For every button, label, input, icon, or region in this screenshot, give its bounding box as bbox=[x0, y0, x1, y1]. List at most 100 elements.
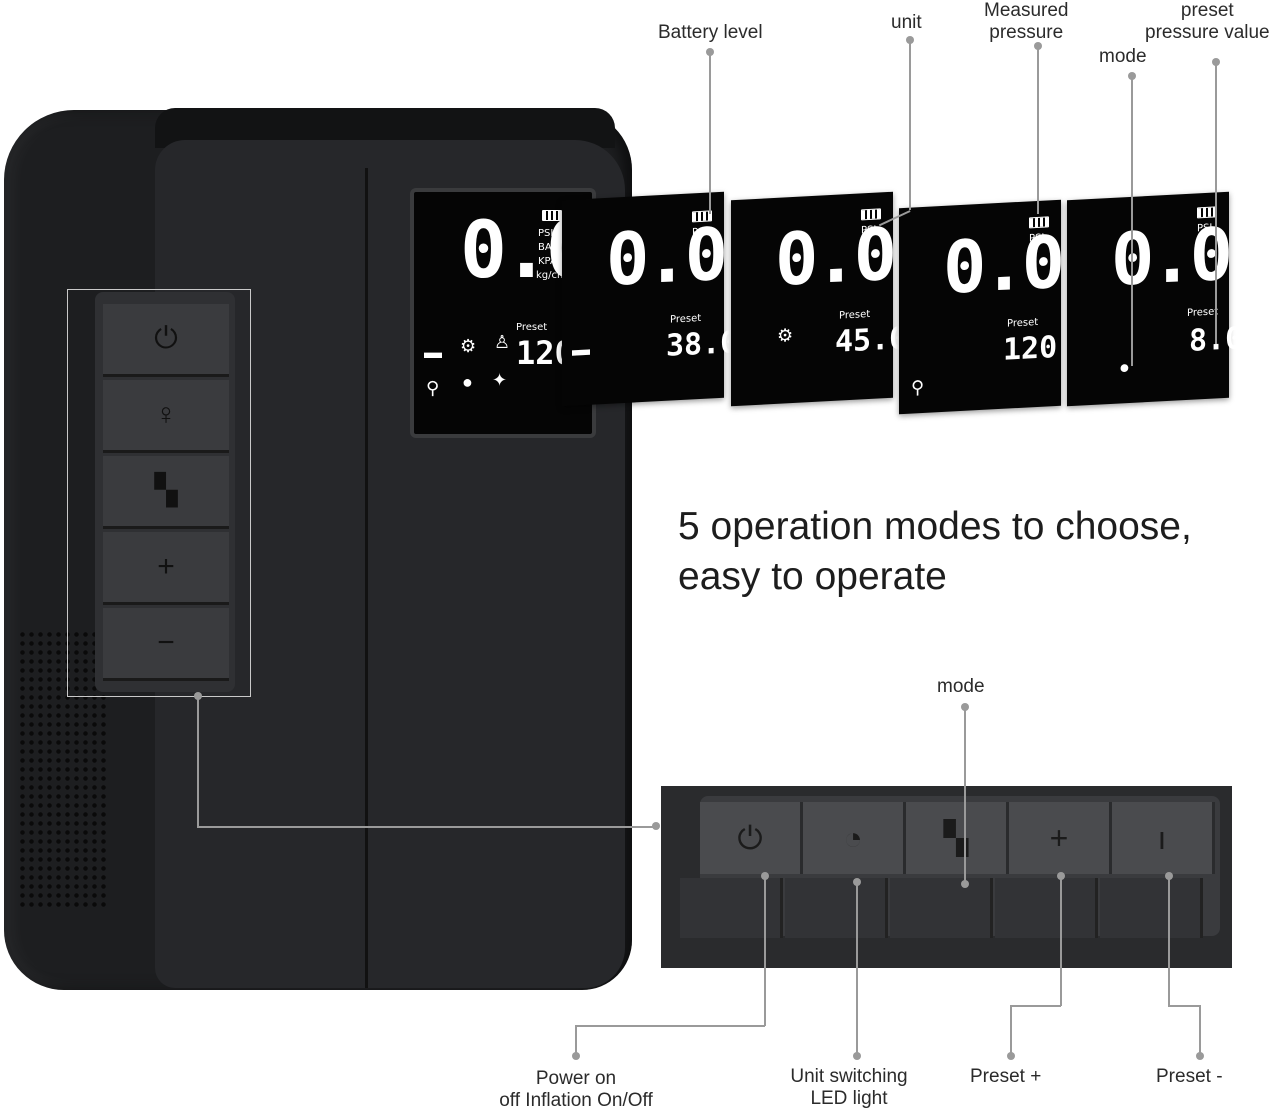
panel-preset-value: 45.0 bbox=[835, 321, 908, 360]
plus-icon: + bbox=[157, 550, 175, 583]
power-icon: ⏻ bbox=[154, 322, 178, 355]
mode-icon: ▚ bbox=[154, 474, 178, 507]
label-preset-pressure: preset pressure value bbox=[1145, 0, 1270, 44]
power-icon: ⏻ bbox=[737, 820, 763, 856]
label-unit-switching-line2: LED light bbox=[810, 1088, 888, 1109]
bicycle-icon: ⚲ bbox=[426, 378, 440, 398]
power-key[interactable]: ⏻ bbox=[103, 304, 229, 377]
label-preset-pressure-line1: preset bbox=[1180, 0, 1234, 21]
strip-light-key[interactable]: ◔ bbox=[803, 802, 906, 874]
callout-line-mode-bottom bbox=[964, 707, 966, 882]
callout-line-power bbox=[764, 876, 766, 1026]
callout-line-mode bbox=[1131, 76, 1133, 366]
speaker-grille bbox=[18, 630, 108, 910]
panel-unit: PSI bbox=[1029, 232, 1045, 245]
callout-line-preset-plus bbox=[1060, 876, 1062, 1006]
side-keypad: ⏻ ♀ ▚ + − bbox=[95, 292, 235, 692]
minus-key[interactable]: − bbox=[103, 608, 229, 681]
panel-preset-value: 120 bbox=[1003, 329, 1058, 368]
bicycle-icon: ⚲ bbox=[911, 376, 925, 398]
strip-minus-key[interactable]: ı bbox=[1112, 802, 1215, 874]
callout-dot bbox=[1007, 1052, 1015, 1060]
strip-key-base bbox=[890, 878, 993, 938]
mode-panel-bicycle: 0.0 PSI Preset 120 ⚲ bbox=[899, 199, 1061, 415]
panel-unit: PSI bbox=[1197, 222, 1213, 235]
keypad-highlight-frame bbox=[67, 289, 251, 697]
strip-key-base bbox=[785, 878, 888, 938]
connector-line-horizontal bbox=[197, 826, 657, 828]
lcd-unit-kgcm: kg/cm² bbox=[536, 270, 571, 281]
panel-preset-label: Preset bbox=[1187, 306, 1219, 319]
panel-unit: PSI bbox=[692, 226, 708, 239]
mode-panel-car: 0.0 PSI Preset 38.0 ▬ bbox=[562, 191, 738, 407]
mode-panel-motorcycle: 0.0 PSI Preset 45.0 ⚙ bbox=[731, 191, 907, 407]
car-icon: ▬ bbox=[424, 342, 442, 362]
callout-line-power-h bbox=[575, 1025, 765, 1027]
motorcycle-icon: ⚙ bbox=[460, 336, 477, 356]
ball-icon: ● bbox=[462, 372, 473, 392]
callout-dot bbox=[652, 822, 660, 830]
headline-line1: 5 operation modes to choose, bbox=[678, 505, 1192, 548]
battery-icon bbox=[861, 208, 881, 221]
callout-line-measured bbox=[1037, 46, 1039, 214]
light-bulb-icon: ◔ bbox=[843, 820, 863, 856]
minus-icon: ı bbox=[1157, 820, 1167, 856]
callout-line-preset-minus-v bbox=[1199, 1005, 1201, 1055]
connector-line-vertical bbox=[197, 696, 199, 827]
panel-preset-value: 38.0 bbox=[666, 325, 739, 364]
person-icon: ♙ bbox=[494, 332, 511, 352]
battery-icon bbox=[542, 210, 562, 221]
label-power-line2: off Inflation On/Off bbox=[499, 1090, 653, 1111]
plus-key[interactable]: + bbox=[103, 532, 229, 605]
panel-reading: 0.0 bbox=[606, 211, 725, 302]
mode-panel-ball: 0.0 PSI Preset 8.0 ● bbox=[1067, 191, 1243, 407]
label-unit-switching-line1: Unit switching bbox=[790, 1066, 908, 1087]
lcd-unit-kpa: KPA bbox=[538, 256, 557, 267]
label-power-line1: Power on bbox=[535, 1068, 617, 1089]
strip-mode-key[interactable]: ▚ bbox=[906, 802, 1009, 874]
light-key[interactable]: ♀ bbox=[103, 380, 229, 453]
minus-icon: − bbox=[157, 626, 175, 659]
callout-line-preset-plus-v bbox=[1010, 1005, 1012, 1055]
label-preset-pressure-line2: pressure value bbox=[1145, 22, 1270, 43]
battery-icon bbox=[1029, 216, 1049, 229]
strip-plus-key[interactable]: + bbox=[1009, 802, 1112, 874]
callout-line-preset-minus bbox=[1168, 876, 1170, 1006]
light-bulb-icon: ♀ bbox=[154, 398, 178, 431]
device-seam bbox=[365, 168, 368, 988]
strip-key-base bbox=[1100, 878, 1203, 938]
strip-power-key[interactable]: ⏻ bbox=[700, 802, 803, 874]
headline: 5 operation modes to choose, easy to ope… bbox=[678, 502, 1192, 602]
plus-icon: + bbox=[1049, 820, 1069, 856]
label-measured-pressure-line2: pressure bbox=[989, 22, 1064, 43]
panel-preset-label: Preset bbox=[1007, 316, 1039, 330]
callout-line-battery bbox=[709, 52, 711, 214]
label-mode-top: mode bbox=[1099, 46, 1147, 67]
light-icon: ✦ bbox=[492, 370, 508, 390]
label-preset-plus: Preset + bbox=[970, 1066, 1042, 1087]
callout-dot bbox=[572, 1052, 580, 1060]
callout-dot bbox=[961, 880, 969, 888]
lcd-preset-label: Preset bbox=[516, 322, 548, 333]
car-icon: ▬ bbox=[572, 338, 590, 360]
callout-dot bbox=[1196, 1052, 1204, 1060]
label-unit-switching: Unit switching LED light bbox=[776, 1066, 922, 1110]
label-battery-level: Battery level bbox=[658, 22, 763, 43]
label-mode-bottom: mode bbox=[937, 676, 985, 697]
label-power: Power on off Inflation On/Off bbox=[484, 1068, 668, 1112]
callout-line-unit-switch bbox=[856, 882, 858, 1056]
lcd-unit-psi: PSI bbox=[538, 228, 554, 239]
label-measured-pressure-line1: Measured bbox=[984, 0, 1069, 21]
motorcycle-icon: ⚙ bbox=[777, 324, 794, 346]
battery-icon bbox=[1197, 206, 1217, 219]
callout-line-preset bbox=[1215, 62, 1217, 344]
callout-dot bbox=[853, 1052, 861, 1060]
label-measured-pressure: Measured pressure bbox=[984, 0, 1069, 44]
callout-line-preset-minus-h bbox=[1168, 1005, 1200, 1007]
callout-line-unit bbox=[909, 40, 911, 210]
lcd-unit-bar: BAR bbox=[538, 242, 559, 253]
strip-key-base bbox=[995, 878, 1098, 938]
ball-icon: ● bbox=[1119, 356, 1130, 378]
panel-preset-label: Preset bbox=[839, 308, 871, 322]
mode-key[interactable]: ▚ bbox=[103, 456, 229, 529]
